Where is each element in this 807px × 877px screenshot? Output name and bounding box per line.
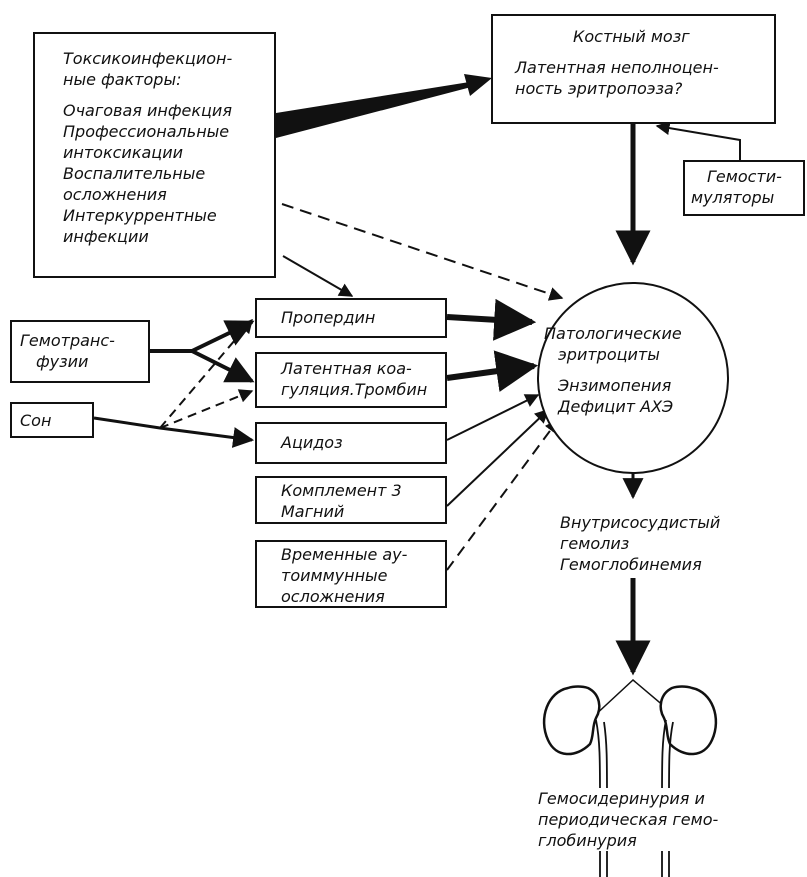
toxic-factors-item-7: инфекции (63, 227, 149, 246)
bone-marrow-line-1: Латентная неполноцен- (515, 58, 719, 77)
acidosis-box: Ацидоз (255, 422, 447, 464)
properdin-box: Пропердин (255, 298, 447, 338)
toxic-factors-title-line-2: ные факторы: (63, 70, 182, 89)
toxic-factors-item-1: Очаговая инфекция (63, 101, 232, 120)
hemosiderinuria-line-2: периодическая гемо- (538, 810, 719, 829)
hemolysis-line-3: Гемоглобинемия (560, 555, 702, 574)
coagulation-line-2: гуляция.Тромбин (281, 380, 428, 399)
complement-box: Комплемент 3 Магний (255, 476, 447, 524)
bone-marrow-line-2: ность эритропоэза? (515, 79, 683, 98)
toxic-factors-box: Токсикоинфекцион- ные факторы: Очаговая … (33, 32, 276, 278)
bone-marrow-box: Костный мозг Латентная неполноцен- ность… (491, 14, 776, 124)
circle-sub-line-2: Дефицит АХЭ (558, 397, 674, 416)
hemosiderinuria-text: Гемосидеринурия и периодическая гемо- гл… (538, 788, 798, 851)
complement-line-1: Комплемент 3 (281, 481, 402, 500)
properdin-label: Пропердин (281, 308, 376, 327)
arrow-hemotransfusion-to-properdin (191, 320, 255, 353)
coagulation-line-1: Латентная коа- (281, 359, 412, 378)
toxic-factors-item-6: Интеркуррентные (63, 206, 217, 225)
wedge-arrowhead (464, 74, 492, 96)
dashed-sleep-to-coagulation (159, 389, 254, 429)
pathological-erythrocytes-text: Патологические эритроциты Энзимопения Де… (544, 323, 724, 417)
acidosis-label: Ацидоз (281, 433, 343, 452)
arrow-hemotransfusion-to-coagulation (191, 349, 255, 383)
arrow-coagulation-to-circle (446, 350, 539, 392)
left-kidney-icon (542, 685, 601, 756)
circle-line-1: Патологические (544, 324, 682, 343)
circle-line-2: эритроциты (558, 345, 660, 364)
complement-line-2: Магний (281, 502, 345, 521)
arrow-complement-to-circle (446, 409, 550, 507)
hemosiderinuria-line-1: Гемосидеринурия и (538, 789, 705, 808)
hemosiderinuria-line-3: глобинурия (538, 831, 637, 850)
autoimmune-line-3: осложнения (281, 587, 385, 606)
dashed-autoimmune-to-circle (446, 418, 559, 571)
sleep-box: Сон (10, 402, 94, 438)
arrow-toxic-to-properdin (282, 255, 354, 297)
hemostimulators-box: Гемости- муляторы (683, 160, 805, 216)
arrow-hemostim-to-marrow (655, 121, 741, 160)
toxic-factors-item-5: осложнения (63, 185, 167, 204)
coagulation-box: Латентная коа- гуляция.Тромбин (255, 352, 447, 408)
hemostimulators-line-1: Гемости- (707, 167, 782, 186)
arrow-properdin-to-circle (446, 298, 537, 341)
autoimmune-line-1: Временные ау- (281, 545, 408, 564)
bone-marrow-title: Костный мозг (573, 27, 690, 46)
hemostimulators-line-2: муляторы (691, 188, 775, 207)
toxic-factors-item-2: Профессиональные (63, 122, 230, 141)
autoimmune-box: Временные ау- тоиммунные осложнения (255, 540, 447, 608)
right-kidney-icon (659, 685, 718, 756)
autoimmune-line-2: тоиммунные (281, 566, 388, 585)
toxic-factors-item-4: Воспалительные (63, 164, 206, 183)
toxic-factors-title-line-1: Токсикоинфекцион- (63, 49, 233, 68)
dashed-sleep-to-properdin (159, 318, 253, 429)
hemotransfusion-box: Гемотранс- фузии (10, 320, 150, 383)
intravascular-hemolysis-text: Внутрисосудистый гемолиз Гемоглобинемия (560, 512, 800, 575)
wedge-toxic-to-marrow (276, 80, 482, 138)
toxic-factors-item-3: интоксикации (63, 143, 183, 162)
hemolysis-line-2: гемолиз (560, 534, 630, 553)
hemotransfusion-line-2: фузии (36, 352, 89, 371)
dashed-toxic-to-circle (281, 203, 564, 301)
circle-sub-line-1: Энзимопения (558, 376, 672, 395)
sleep-label: Сон (20, 411, 52, 430)
arrow-sleep-to-acidosis (93, 416, 255, 448)
arrow-acidosis-to-circle (446, 394, 540, 441)
hemotransfusion-line-1: Гемотранс- (20, 331, 115, 350)
hemolysis-line-1: Внутрисосудистый (560, 513, 721, 532)
